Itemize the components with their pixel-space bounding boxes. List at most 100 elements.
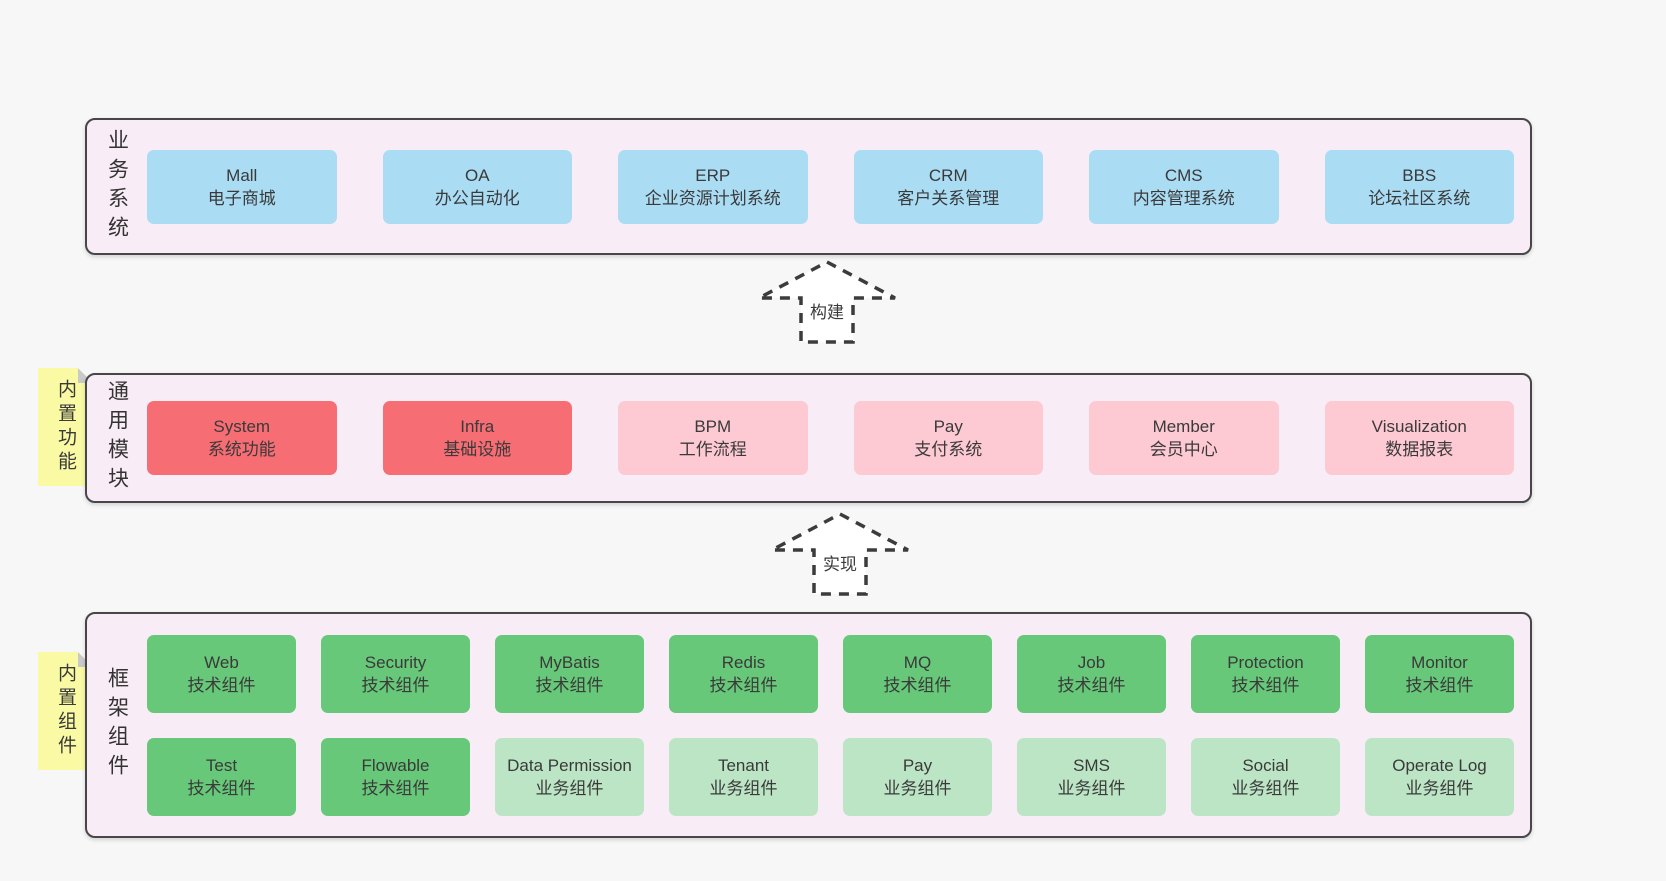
box-title: BPM: [694, 417, 732, 436]
box-test: Test 技术组件: [147, 737, 296, 816]
box-subtitle: 技术组件: [187, 778, 256, 798]
box-title: SMS: [1073, 755, 1110, 775]
box-title: Visualization: [1371, 417, 1467, 436]
band-boxes: System 系统功能 Infra 基础设施 BPM 工作流程 Pay 支付系统 Member 会…: [147, 375, 1530, 501]
box-data-permission: Data Permission 业务组件: [495, 737, 644, 816]
box-sms: SMS 业务组件: [1017, 737, 1166, 816]
box-subtitle: 办公自动化: [434, 188, 520, 208]
box-title: Tenant: [717, 755, 770, 775]
box-title: System: [213, 417, 271, 436]
tag-label: 内置组件: [55, 663, 76, 759]
box-subtitle: 系统功能: [207, 440, 276, 459]
box-subtitle: 技术组件: [361, 778, 430, 798]
box-subtitle: 数据报表: [1385, 440, 1454, 459]
box-title: MQ: [903, 652, 932, 672]
box-title: Operate Log: [1392, 755, 1487, 775]
box-visualization: Visualization 数据报表: [1324, 401, 1514, 475]
box-subtitle: 基础设施: [443, 440, 512, 459]
arrow-implement: 实现: [770, 512, 910, 596]
box-system: System 系统功能: [147, 401, 337, 475]
box-flowable: Flowable 技术组件: [321, 737, 470, 816]
box-subtitle: 技术组件: [1057, 675, 1126, 695]
box-title: Redis: [721, 652, 766, 672]
box-web: Web 技术组件: [147, 634, 296, 713]
box-redis: Redis 技术组件: [669, 634, 818, 713]
box-social: Social 业务组件: [1191, 737, 1340, 816]
band-label: 通用模块: [105, 380, 129, 496]
box-bpm: BPM 工作流程: [618, 401, 808, 475]
box-title: Flowable: [361, 755, 430, 775]
box-title: Test: [205, 755, 238, 775]
box-subtitle: 技术组件: [1405, 675, 1474, 695]
box-title: Web: [204, 652, 239, 672]
box-subtitle: 业务组件: [883, 778, 952, 798]
box-title: Member: [1152, 417, 1215, 436]
box-subtitle: 技术组件: [883, 675, 952, 695]
box-pay: Pay 业务组件: [843, 737, 992, 816]
box-subtitle: 业务组件: [1405, 778, 1474, 798]
arrow-label: 构建: [807, 296, 847, 325]
box-title: BBS: [1402, 165, 1437, 185]
box-title: Infra: [460, 417, 495, 436]
box-subtitle: 客户关系管理: [897, 188, 1000, 208]
box-operate-log: Operate Log 业务组件: [1365, 737, 1514, 816]
box-bbs: BBS 论坛社区系统: [1324, 149, 1514, 224]
box-subtitle: 业务组件: [535, 778, 604, 798]
arrow-label: 实现: [820, 548, 860, 577]
box-subtitle: 业务组件: [709, 778, 778, 798]
box-title: CMS: [1164, 165, 1203, 185]
band-business-systems: 业务系统 Mall 电子商城 OA 办公自动化 ERP 企业资源计划系统 CRM 客户关系管理…: [85, 118, 1532, 255]
box-mybatis: MyBatis 技术组件: [495, 634, 644, 713]
box-oa: OA 办公自动化: [382, 149, 572, 224]
box-title: Data Permission: [507, 755, 632, 775]
box-subtitle: 技术组件: [187, 675, 256, 695]
band-common-modules: 通用模块 System 系统功能 Infra 基础设施 BPM 工作流程 Pay 支付系统 Me…: [85, 373, 1532, 503]
box-erp: ERP 企业资源计划系统: [618, 149, 808, 224]
tag-label: 内置功能: [55, 379, 76, 475]
box-subtitle: 技术组件: [709, 675, 778, 695]
box-title: Job: [1077, 652, 1106, 672]
box-row: System 系统功能 Infra 基础设施 BPM 工作流程 Pay 支付系统 Member 会…: [147, 401, 1514, 475]
box-subtitle: 技术组件: [535, 675, 604, 695]
box-title: Protection: [1227, 652, 1304, 672]
box-member: Member 会员中心: [1089, 401, 1279, 475]
box-title: CRM: [928, 165, 968, 185]
box-title: ERP: [695, 165, 731, 185]
box-subtitle: 电子商城: [207, 188, 276, 208]
sticky-tag-builtin-features: 内置功能: [38, 368, 93, 486]
box-mq: MQ 技术组件: [843, 634, 992, 713]
box-subtitle: 企业资源计划系统: [644, 188, 781, 208]
box-subtitle: 会员中心: [1149, 440, 1218, 459]
band-label: 业务系统: [105, 128, 129, 245]
box-crm: CRM 客户关系管理: [853, 149, 1043, 224]
box-subtitle: 业务组件: [1231, 778, 1300, 798]
box-title: MyBatis: [539, 652, 600, 672]
box-title: Social: [1242, 755, 1289, 775]
box-subtitle: 论坛社区系统: [1368, 188, 1471, 208]
box-subtitle: 业务组件: [1057, 778, 1126, 798]
box-subtitle: 技术组件: [361, 675, 430, 695]
box-title: Security: [364, 652, 427, 672]
box-subtitle: 工作流程: [678, 440, 747, 459]
box-title: Pay: [933, 417, 963, 436]
box-title: OA: [464, 165, 490, 185]
arrow-build: 构建: [757, 260, 897, 344]
box-title: Mall: [226, 165, 258, 185]
box-security: Security 技术组件: [321, 634, 470, 713]
box-pay: Pay 支付系统: [853, 401, 1043, 475]
box-job: Job 技术组件: [1017, 634, 1166, 713]
box-title: Pay: [902, 755, 933, 775]
box-mall: Mall 电子商城: [147, 149, 337, 224]
box-tenant: Tenant 业务组件: [669, 737, 818, 816]
box-subtitle: 支付系统: [914, 440, 983, 459]
